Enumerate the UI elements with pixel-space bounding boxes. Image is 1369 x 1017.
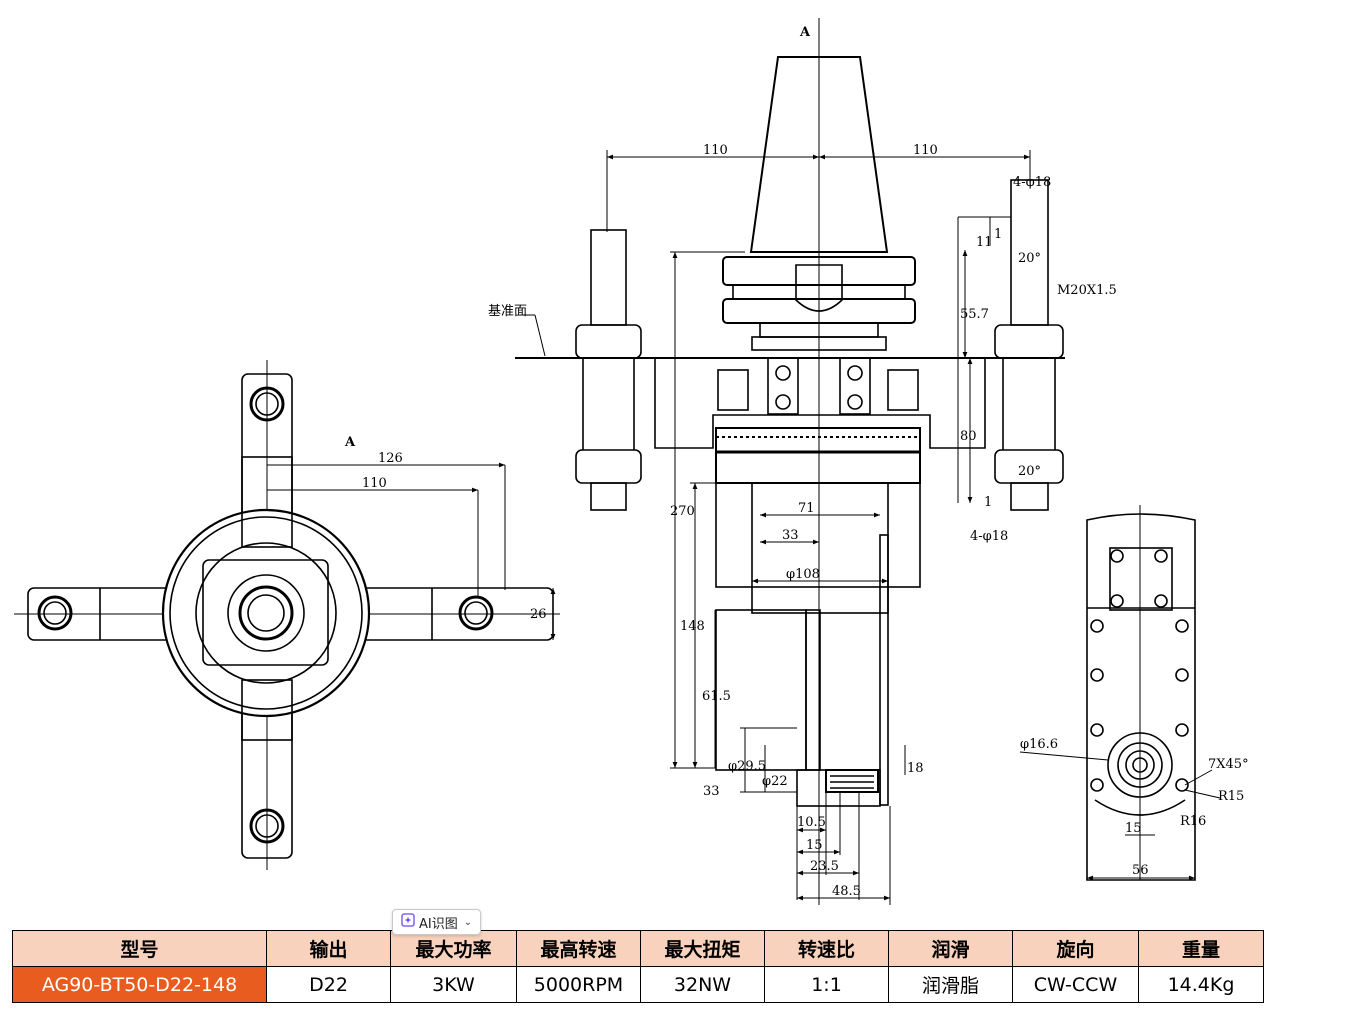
dim-bore: φ16.6 [1020,737,1058,752]
dim-33b: 33 [703,784,720,799]
header-rotation: 旋向 [1012,930,1139,967]
ai-recognize-label: AI识图 [419,916,458,932]
dim-108: φ108 [786,567,820,582]
side-view [1019,505,1221,881]
section-mark-top: A [799,25,811,40]
dim-11: 11 [976,235,993,250]
dim-r16: R16 [1180,814,1206,829]
dim-61-5: 61.5 [702,689,731,704]
dim-chamfer: 7X45° [1208,757,1249,772]
dim-1: 1 [994,227,1002,242]
header-max-speed: 最高转速 [516,930,641,967]
dim-270: 270 [670,504,695,519]
dim-55-7: 55.7 [960,307,989,322]
dim-71: 71 [798,501,815,516]
cell-weight: 14.4Kg [1138,966,1264,1003]
dim-15-side: 15 [1125,821,1142,836]
spec-header-row: 型号 输出 最大功率 最高转速 最大扭矩 转速比 润滑 旋向 重量 [12,930,1264,967]
section-mark-left: A [344,435,356,450]
dim-10-5: 10.5 [797,815,826,830]
dim-110-right: 110 [913,143,938,158]
dim-angle-bottom: 20° [1018,464,1041,479]
plan-view [14,360,560,870]
header-max-power: 最大功率 [390,930,517,967]
dim-80: 80 [960,429,977,444]
dim-56: 56 [1132,863,1149,878]
cell-max-speed: 5000RPM [516,966,641,1003]
spec-data-row: AG90-BT50-D22-148 D22 3KW 5000RPM 32NW 1… [12,966,1264,1003]
ai-recognize-button[interactable]: AI识图 ⌄ [392,909,482,935]
dim-29-5: φ29.5 [728,759,766,774]
elevation-view [515,18,1065,905]
dim-holes-top: 4-φ18 [1013,175,1051,190]
header-max-torque: 最大扭矩 [640,930,765,967]
dim-thread: M20X1.5 [1057,283,1117,298]
cell-model: AG90-BT50-D22-148 [12,966,267,1003]
technical-drawing: A A 基准面 110 110 4-φ18 20° M20X1.5 11 1 5… [14,18,1249,905]
header-weight: 重量 [1138,930,1264,967]
header-lubrication: 润滑 [888,930,1013,967]
dim-18: 18 [907,761,924,776]
dim-110-plan: 110 [362,476,387,491]
dim-110-left: 110 [703,143,728,158]
datum-label: 基准面 [488,304,527,319]
cell-ratio: 1:1 [764,966,889,1003]
cell-rotation: CW-CCW [1012,966,1139,1003]
ai-sparkle-icon [401,913,415,931]
cell-max-power: 3KW [390,966,517,1003]
cell-output: D22 [266,966,391,1003]
dim-15: 15 [806,838,823,853]
header-ratio: 转速比 [764,930,889,967]
chevron-down-icon: ⌄ [463,916,473,928]
dim-26: 26 [530,607,547,622]
dim-holes-bottom: 4-φ18 [970,529,1008,544]
header-model: 型号 [12,930,267,967]
dim-33: 33 [782,528,799,543]
dim-126: 126 [378,451,403,466]
header-output: 输出 [266,930,391,967]
dim-angle-top: 20° [1018,251,1041,266]
drawing-labels: A A 基准面 110 110 4-φ18 20° M20X1.5 11 1 5… [344,25,1249,899]
dim-r15: R15 [1218,789,1244,804]
cell-max-torque: 32NW [640,966,765,1003]
spec-table: 型号 输出 最大功率 最高转速 最大扭矩 转速比 润滑 旋向 重量 AG90-B… [12,930,1264,1003]
dim-1b: 1 [984,495,992,510]
dim-23-5: 23.5 [810,859,839,874]
dim-48-5: 48.5 [832,884,861,899]
dim-22: φ22 [762,774,788,789]
cell-lubrication: 润滑脂 [888,966,1013,1003]
dim-148: 148 [680,619,705,634]
